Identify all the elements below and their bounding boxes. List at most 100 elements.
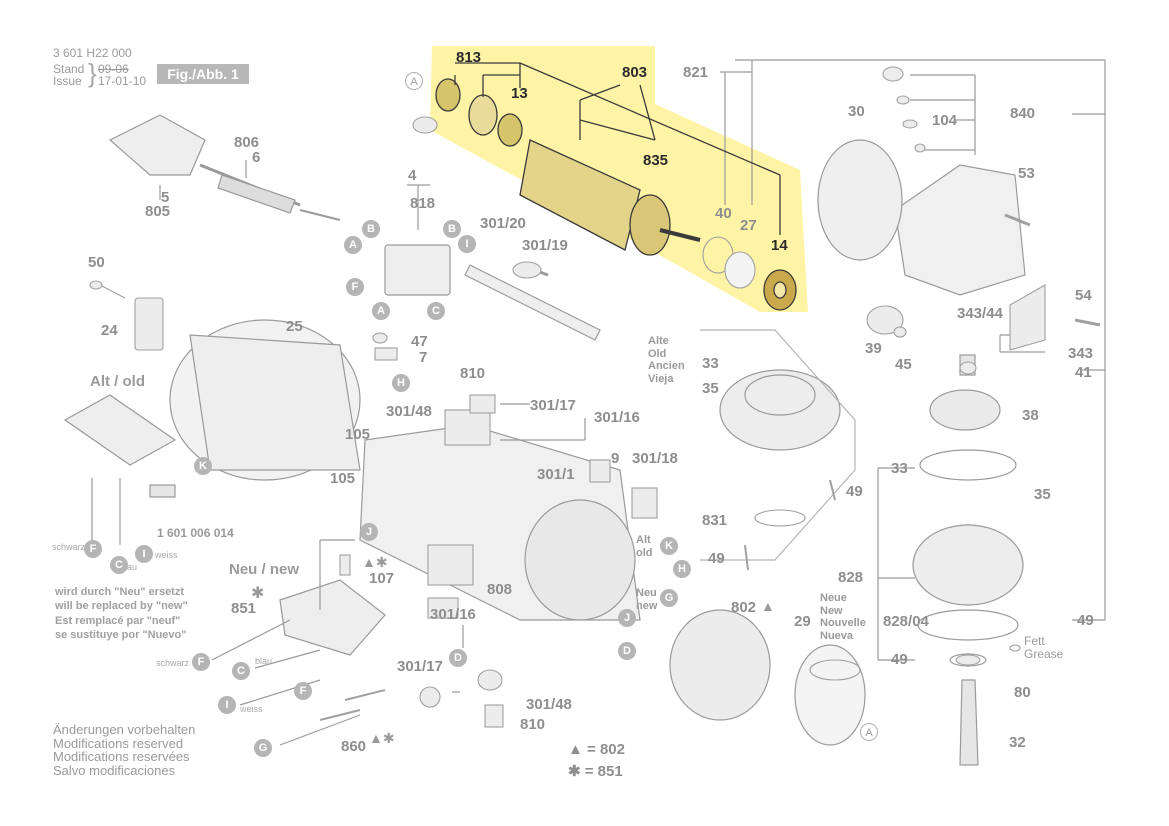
callout-33-a: 33 [702,355,719,372]
wire-color-weiss-b: weiss [240,704,263,714]
marker-I-switch: I [458,235,476,253]
callout-49-b: 49 [708,550,725,567]
callout-47: 47 [411,333,428,350]
callout-860: 860 [341,738,367,755]
callout-53: 53 [1018,165,1035,182]
neu-new-heading: Neu / new [229,561,300,578]
star-851-icon: ✱ [251,585,265,602]
callout-5: 5 [161,189,170,206]
callout-39: 39 [865,340,882,357]
marker-A-cord: A [344,236,362,254]
new-switch-plate-drawing [279,579,386,656]
order-number: 1 601 006 014 [157,526,234,540]
callout-301-16: 301/16 [594,409,640,426]
neu-small: Neu [636,587,657,599]
callout-828: 828 [838,569,864,586]
callout-27: 27 [740,217,757,234]
callout-835: 835 [643,152,669,169]
new-label-fr: Nouvelle [820,617,866,630]
callout-54: 54 [1075,287,1092,304]
alt-old-heading: Alt / old [90,373,145,390]
gear-cover-drawing [817,139,903,261]
callout-821: 821 [683,64,709,81]
new-label-en: New [820,604,843,617]
callout-4: 4 [408,167,417,184]
callout-29: 29 [794,613,811,630]
armature-835-drawing [519,139,641,251]
callout-805: 805 [145,203,171,220]
callout-831: 831 [702,512,728,529]
marker-C-old: C [110,556,128,574]
old-label-en: Old [648,347,667,360]
brush-holder-drawing [719,369,841,451]
old-label-fr: Ancien [648,360,685,373]
old-variant-labels: Alte Old Ancien Vieja [648,335,685,386]
callout-810-b: 810 [520,716,546,733]
legend-star: ✱ = 851 [568,763,623,780]
alt-small: Alt [636,534,651,546]
armature-highlight [430,46,808,312]
gear-housing-drawing [894,164,1026,296]
callout-810: 810 [460,365,486,382]
fett-label: Fett [1024,634,1045,648]
marker-C-new: C [232,662,250,680]
new-label-es: Nueva [820,629,854,642]
callout-301-17-b: 301/17 [397,658,443,675]
tri-star-107-icon: ▲✱ [362,554,388,570]
switch-rod-drawing [464,264,601,341]
marker-D-field: D [618,642,636,660]
marker-B-cord: B [362,220,380,238]
callout-49-c: 49 [1077,612,1094,629]
brush-card-drawing [134,297,164,351]
callout-25: 25 [286,318,303,335]
callout-30: 30 [848,103,865,120]
callout-301-19: 301/19 [522,237,568,254]
marker-I-new: I [218,696,236,714]
tri-star-860-icon: ▲✱ [369,730,395,746]
cord-sleeve-drawing [217,174,296,214]
marker-F-new-a: F [192,653,210,671]
callout-301-17: 301/17 [530,397,576,414]
part-number: 3 601 H22 000 [53,46,132,60]
bearing-813-drawing [435,78,461,112]
callout-50: 50 [88,254,105,271]
wire-color-blau-a: blau [120,562,138,572]
callout-33-b: 33 [891,460,908,477]
callout-104: 104 [932,112,958,129]
issue-date: 17-01-10 [98,74,147,88]
stand-label: Stand [53,62,85,76]
brace-icon: } [88,58,97,88]
callout-41: 41 [1075,364,1092,381]
wire-color-schwarz-a: schwarz [52,542,86,552]
marker-K-old: K [194,457,212,475]
marker-C-switch: C [427,302,445,320]
new-variant-labels: Neue New Nouvelle Nueva [820,592,866,643]
callout-343-44: 343/44 [957,305,1003,322]
callout-802: 802 [731,599,757,616]
callout-6: 6 [252,149,261,166]
callout-7: 7 [419,349,428,366]
callout-9: 9 [611,450,620,467]
marker-A-bottom: A [860,723,878,741]
neu-new-small-label: Neu new [636,587,657,612]
replaced-note-en: will be replaced by "new" [55,600,188,613]
old-label-de: Alte [648,335,669,347]
grease-label: Grease [1024,647,1064,661]
marker-J-field: J [618,609,636,627]
marker-A-switch: A [372,302,390,320]
callout-35-a: 35 [702,380,719,397]
marker-G-new: G [254,739,272,757]
old-label-es: Vieja [648,372,674,385]
callout-808: 808 [487,581,513,598]
marker-J-new: J [360,523,378,541]
replaced-note-de: wird durch "Neu" ersetzt [55,586,185,598]
callout-35-b: 35 [1034,486,1051,503]
replaced-note-fr: Est remplacé par "neuf" [55,614,181,627]
callout-301-18: 301/18 [632,450,678,467]
marker-F-old: F [84,540,102,558]
wire-color-schwarz-b: schwarz [156,658,190,668]
callout-301-20: 301/20 [480,215,526,232]
callout-14: 14 [771,237,788,254]
